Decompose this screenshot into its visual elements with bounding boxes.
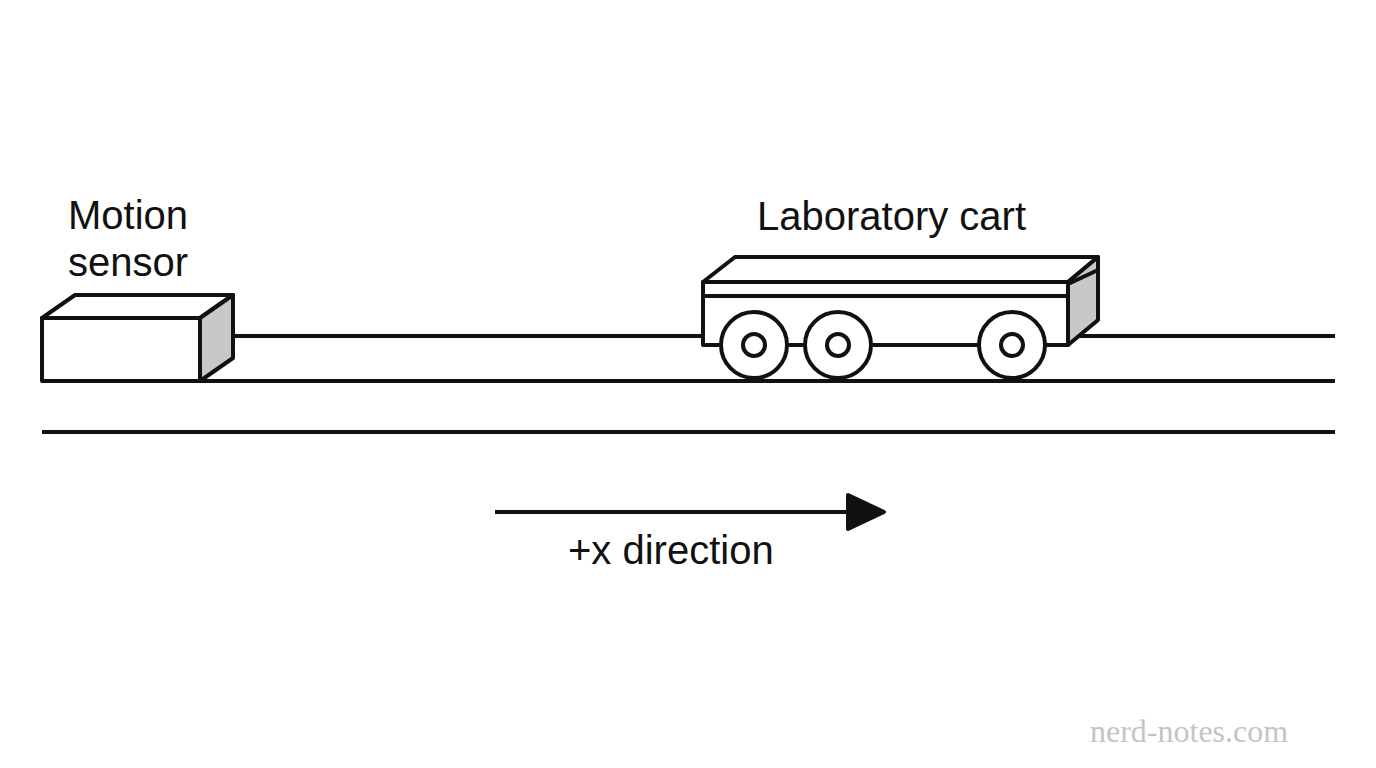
- part-label: Motion sensor: [68, 192, 238, 286]
- track-rail: [42, 379, 1335, 383]
- watermark: nerd-notes.com: [1090, 708, 1288, 755]
- motion-sensor-box: [42, 295, 233, 381]
- axis-label: +x direction: [568, 527, 774, 574]
- direction-arrow: [495, 495, 884, 529]
- track-rail: [1078, 334, 1335, 338]
- part-label: Laboratory cart: [757, 193, 1026, 240]
- laboratory-cart: [703, 257, 1098, 378]
- track-rail: [232, 334, 705, 338]
- track-base: [42, 430, 1335, 434]
